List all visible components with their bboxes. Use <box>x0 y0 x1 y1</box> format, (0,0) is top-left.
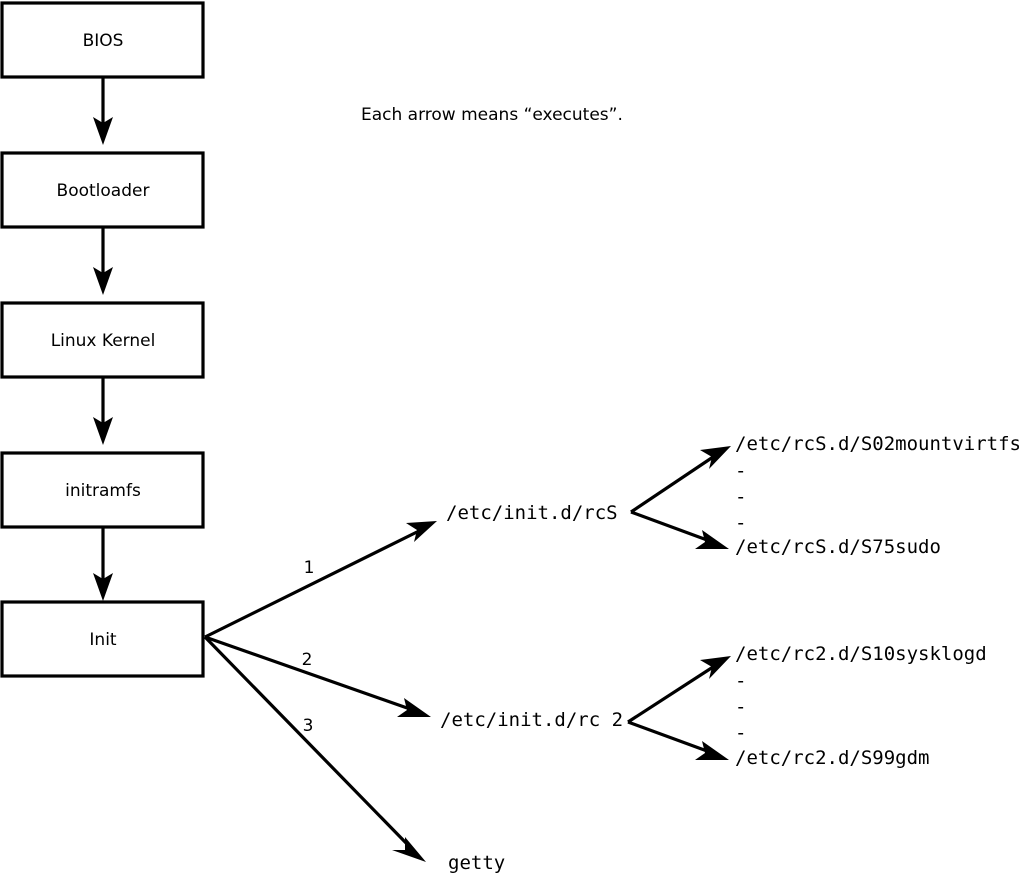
diagram-caption: Each arrow means “executes”. <box>361 105 623 125</box>
label-rcs-first-script[interactable]: /etc/rcS.d/S02mountvirtfs <box>735 433 1021 455</box>
label-rc2-ellipsis-1: - <box>735 670 746 692</box>
arrow-initramfs-to-init <box>93 528 113 601</box>
label-init-d-rcs[interactable]: /etc/init.d/rcS <box>446 502 618 524</box>
node-initramfs-label: initramfs <box>65 481 141 501</box>
arrow-init-to-rc2 <box>204 635 431 717</box>
arrow-bios-to-bootloader <box>93 78 113 145</box>
node-linux-kernel[interactable]: Linux Kernel <box>0 301 205 379</box>
arrow-kernel-to-initramfs <box>93 378 113 445</box>
node-linux-kernel-label: Linux Kernel <box>51 331 156 351</box>
node-initramfs[interactable]: initramfs <box>0 451 205 529</box>
arrow-bootloader-to-kernel <box>93 228 113 295</box>
label-rc2-ellipsis-3: - <box>735 722 746 744</box>
arrow-rc2-to-first-script <box>627 656 731 724</box>
arrow-rc2-to-last-script <box>627 720 729 760</box>
node-bios[interactable]: BIOS <box>0 1 205 79</box>
node-init[interactable]: Init <box>0 600 205 678</box>
edge-number-2: 2 <box>302 650 313 670</box>
label-rcs-ellipsis-1: - <box>735 460 746 482</box>
arrow-init-to-getty <box>203 635 426 862</box>
label-init-d-rc2[interactable]: /etc/init.d/rc 2 <box>440 709 623 731</box>
label-rc2-ellipsis-2: - <box>735 696 746 718</box>
label-rc2-first-script[interactable]: /etc/rc2.d/S10sysklogd <box>735 643 987 665</box>
node-bootloader-label: Bootloader <box>57 181 150 201</box>
edge-number-1: 1 <box>304 558 315 578</box>
label-rcs-ellipsis-3: - <box>735 512 746 534</box>
node-bios-label: BIOS <box>83 31 124 51</box>
node-init-label: Init <box>89 630 117 650</box>
edge-number-3: 3 <box>303 716 314 736</box>
arrow-rcs-to-first-script <box>630 446 731 514</box>
node-bootloader[interactable]: Bootloader <box>0 151 205 229</box>
arrow-rcs-to-last-script <box>630 510 729 549</box>
arrow-init-to-rcs <box>204 521 437 639</box>
label-getty[interactable]: getty <box>448 852 505 874</box>
label-rcs-last-script[interactable]: /etc/rcS.d/S75sudo <box>735 536 941 558</box>
label-rc2-last-script[interactable]: /etc/rc2.d/S99gdm <box>735 747 929 769</box>
label-rcs-ellipsis-2: - <box>735 486 746 508</box>
